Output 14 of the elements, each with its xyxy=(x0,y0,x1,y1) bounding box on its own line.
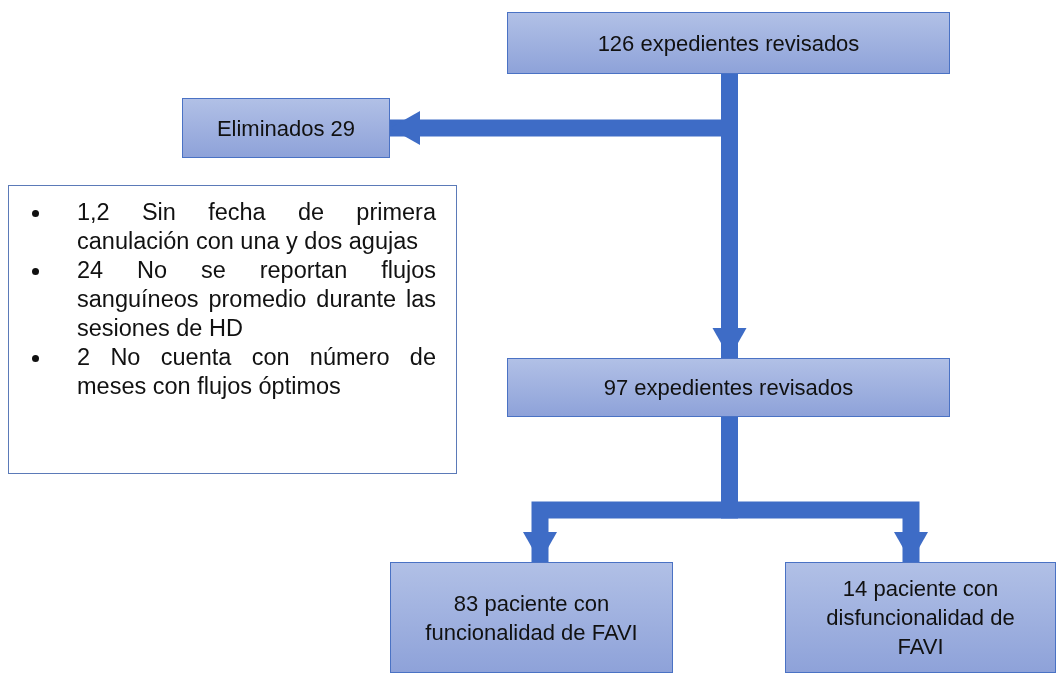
list-item-text: 2 No cuenta con número de meses con flujos óptimos xyxy=(77,344,436,399)
box-label: 126 expedientes revisados xyxy=(596,29,861,58)
process-box xyxy=(785,562,1056,673)
box-label: 83 paciente con funcionalidad de FAVI xyxy=(424,589,639,647)
list-item-text: 1,2 Sin fecha de primera canulación con una y dos agujas xyxy=(77,199,436,254)
process-box xyxy=(390,562,673,673)
process-box xyxy=(507,358,950,417)
box-label: 97 expedientes revisados xyxy=(602,374,855,402)
process-box xyxy=(182,98,390,158)
list-item-text: 24 No se reportan flujos sanguíneos promedio durante las sesiones de HD xyxy=(77,257,436,341)
box-label: 14 paciente con disfuncionalidad de FAVI xyxy=(825,575,1016,661)
process-box xyxy=(507,12,950,74)
box-label: Eliminados 29 xyxy=(215,114,357,143)
note-box xyxy=(8,185,457,474)
